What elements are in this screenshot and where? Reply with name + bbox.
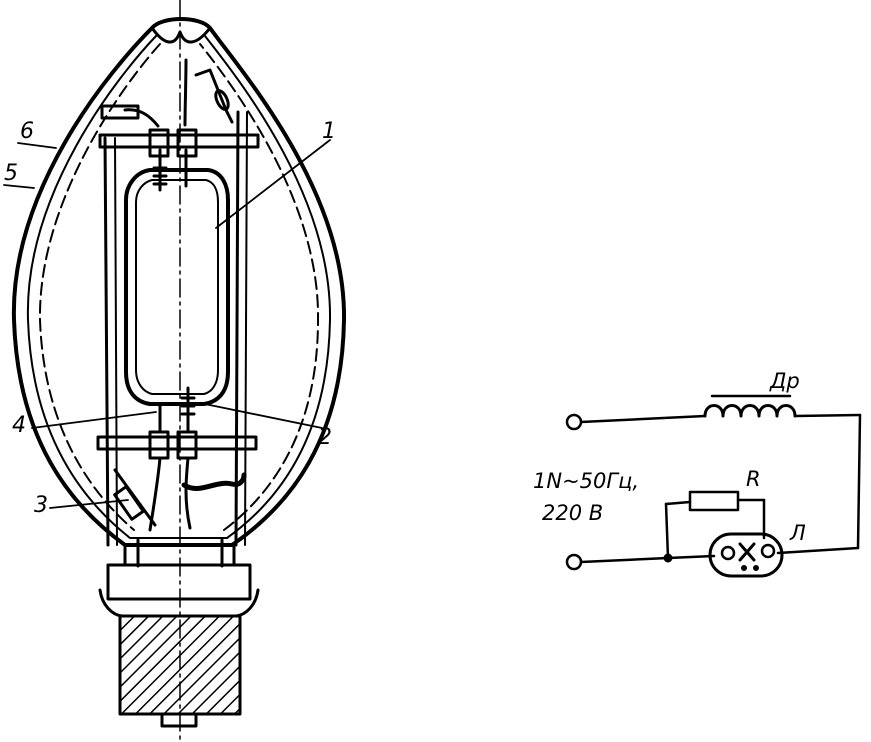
top-lead-wire xyxy=(123,58,188,128)
wire-resistor-left xyxy=(664,500,692,506)
resistor-symbol xyxy=(688,490,740,512)
leader-5 xyxy=(3,184,35,189)
phosphor-coating xyxy=(38,43,320,531)
frame-rod-left-2 xyxy=(114,137,118,546)
outer-bulb xyxy=(11,17,347,547)
wire-top-right xyxy=(793,413,862,418)
arc-tube-inner xyxy=(135,179,219,395)
wire-right-vertical xyxy=(856,413,862,550)
lower-lead-wire xyxy=(148,456,192,532)
base-contact xyxy=(160,712,198,728)
neck-shoulder xyxy=(98,588,260,618)
seal-top-right xyxy=(176,128,198,158)
frame-rod-left xyxy=(103,136,110,547)
terminal-bottom xyxy=(565,553,583,571)
lamp-switch-cross xyxy=(738,542,756,562)
callout-6: 6 xyxy=(20,119,34,144)
leader-1 xyxy=(215,139,331,229)
lamp-symbol xyxy=(708,532,784,578)
wire-bottom-left xyxy=(579,556,670,564)
callout-1: 1 xyxy=(322,119,336,144)
lamp-electrode-right xyxy=(760,543,776,559)
wire-right-to-lamp xyxy=(776,546,860,555)
frame-rod-right-2 xyxy=(244,111,248,546)
electrode-top xyxy=(152,148,168,192)
callout-2: 2 xyxy=(318,425,332,450)
circuit-schematic xyxy=(565,394,862,578)
bulb-tip xyxy=(150,26,212,44)
frame-rod-right xyxy=(234,110,240,547)
lamp-label: Л xyxy=(789,521,806,545)
supply-spec-line2: 220 В xyxy=(542,501,603,525)
terminal-top xyxy=(565,413,583,431)
choke-coil xyxy=(703,404,797,418)
resistor-body xyxy=(113,485,145,521)
leader-6 xyxy=(17,142,57,149)
getter-top-bead xyxy=(214,89,230,111)
resistor-label: R xyxy=(746,467,761,491)
lamp-callouts: 1 2 3 4 5 6 xyxy=(4,119,336,518)
callout-4: 4 xyxy=(12,413,26,438)
circuit-labels: Др R Л 1N~50Гц, 220 В xyxy=(533,369,806,545)
arc-tube xyxy=(124,168,230,406)
wire-top-left xyxy=(579,414,707,424)
callout-3: 3 xyxy=(34,493,48,518)
electrode-bottom xyxy=(180,386,196,432)
lamp-dot-1 xyxy=(741,565,747,571)
lamp-dot-2 xyxy=(753,565,759,571)
stem xyxy=(123,538,236,568)
lamp-electrode-left xyxy=(720,545,736,561)
wire-junction-to-lamp xyxy=(666,554,716,560)
lamp-drawing xyxy=(3,0,347,742)
leader-4 xyxy=(31,411,157,429)
top-clamp xyxy=(100,104,140,120)
leader-2 xyxy=(199,402,323,429)
neck-ring xyxy=(106,563,252,601)
choke-label: Др xyxy=(769,369,800,393)
callout-5: 5 xyxy=(4,161,18,186)
thermal-switch xyxy=(181,472,247,491)
seal-top-left xyxy=(148,128,170,158)
wire-resistor-left-down xyxy=(664,502,670,560)
outer-bulb-inner-wall xyxy=(26,35,332,539)
leader-3 xyxy=(49,499,129,509)
supply-spec-line1: 1N~50Гц, xyxy=(533,469,639,493)
